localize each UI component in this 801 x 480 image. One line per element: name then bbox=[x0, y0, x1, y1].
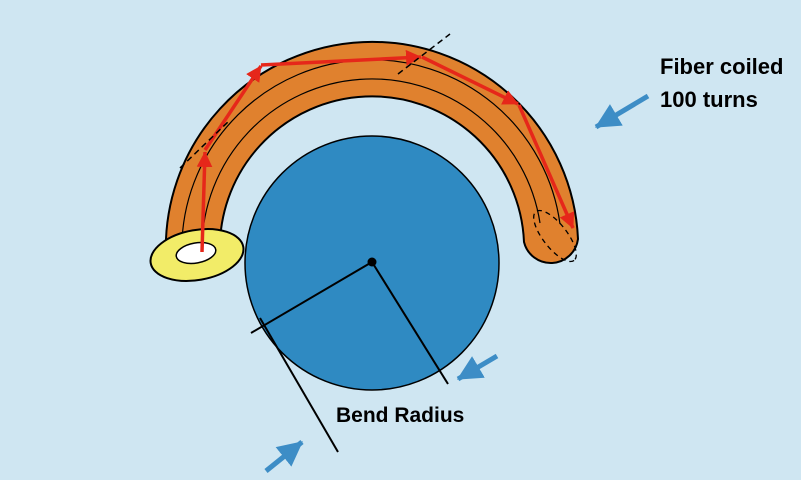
fiber-coil-label: Fiber coiled 100 turns bbox=[660, 50, 783, 116]
bend-radius-label: Bend Radius bbox=[336, 404, 465, 427]
fiber-coil-label-line2: 100 turns bbox=[660, 87, 758, 112]
fiber-coil-label-line1: Fiber coiled bbox=[660, 54, 784, 79]
light-ray-segment-3 bbox=[260, 49, 422, 67]
hidden-end-face-dashed bbox=[533, 209, 577, 263]
coil-winding-line-inner bbox=[201, 78, 541, 248]
tangent-line bbox=[259, 317, 339, 453]
reflection-normal-dashed-2 bbox=[397, 33, 451, 75]
fiber-coil bbox=[164, 40, 579, 280]
radius-line-left bbox=[250, 261, 373, 334]
light-ray-segment-2 bbox=[203, 65, 263, 151]
fiber-core bbox=[175, 241, 217, 265]
pointer-arrow-bend-lower bbox=[264, 440, 304, 473]
light-ray-segment-4 bbox=[421, 55, 519, 106]
pointer-arrow-bend-right bbox=[456, 353, 499, 382]
light-ray-segment-5 bbox=[517, 104, 575, 229]
reflection-normal-dashed-1 bbox=[179, 119, 231, 169]
pointer-arrow-coil bbox=[594, 93, 650, 130]
radius-line-right bbox=[371, 261, 449, 385]
light-ray-segment-1 bbox=[196, 151, 213, 253]
